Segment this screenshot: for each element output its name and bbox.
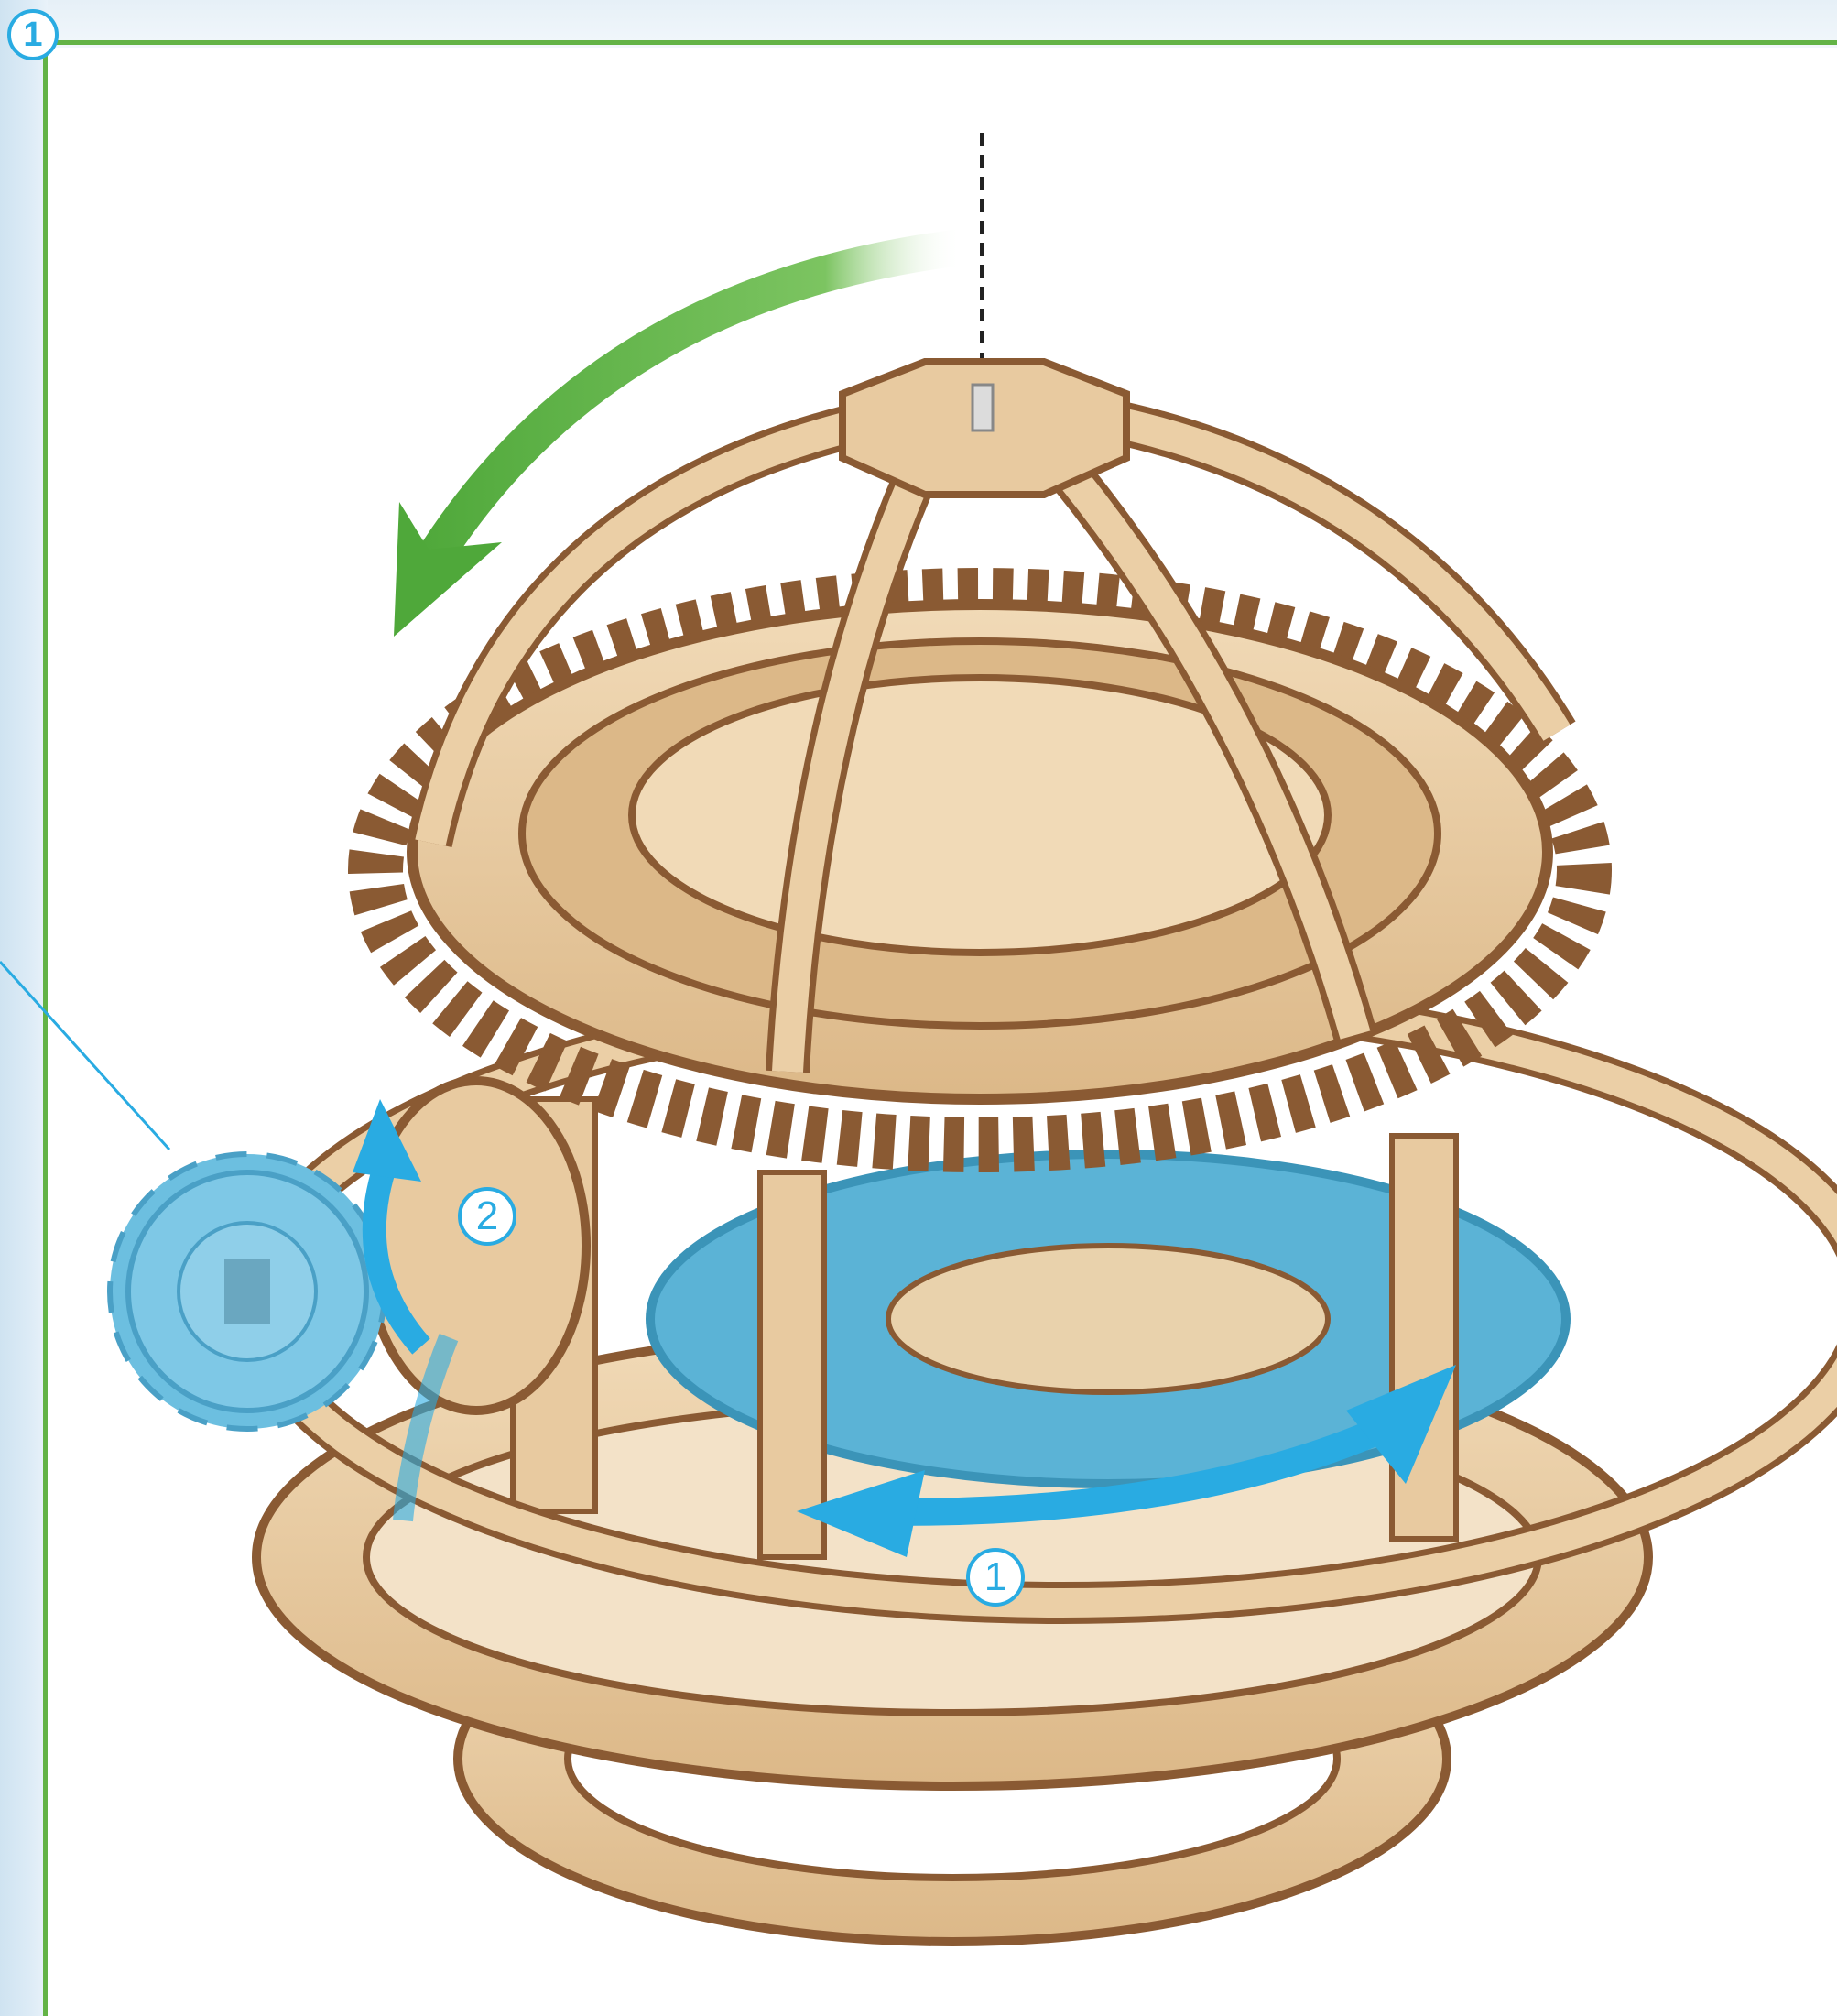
step-number-badge: 1: [7, 9, 59, 60]
gear-icon: [110, 1154, 385, 1429]
motion-callout-2: 2: [458, 1187, 516, 1246]
motion-callout-1: 1: [966, 1548, 1025, 1607]
side-cylinder: [366, 1081, 586, 1411]
leader-line: [0, 962, 169, 1150]
